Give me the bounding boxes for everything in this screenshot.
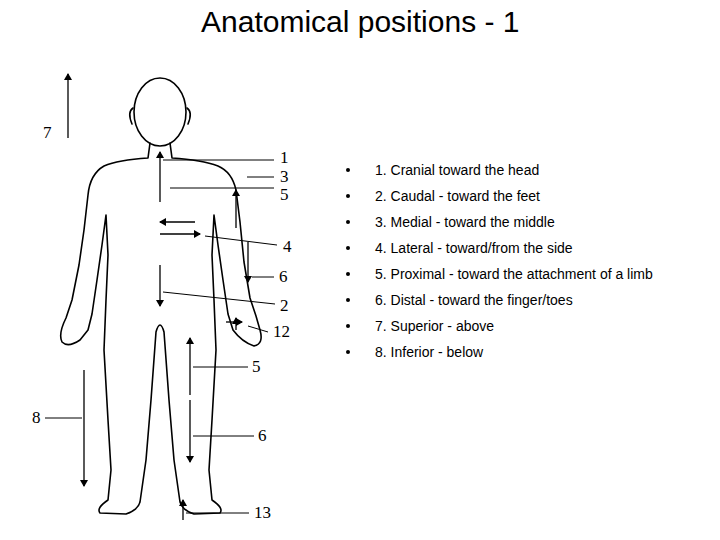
- callout-number: 13: [254, 503, 271, 523]
- bullet-dot: [346, 272, 350, 276]
- definition-item: 5. Proximal - toward the attachment of a…: [375, 266, 653, 283]
- bullet-dot: [346, 194, 350, 198]
- callout-number: 6: [279, 267, 288, 287]
- callout-number: 8: [32, 408, 41, 428]
- bullet-dot: [346, 168, 350, 172]
- definition-item: 6. Distal - toward the finger/toes: [375, 292, 573, 309]
- direction-arrows: [68, 74, 248, 520]
- callout-number: 4: [283, 237, 292, 257]
- callout-number: 6: [258, 426, 267, 446]
- callout-number: 2: [280, 296, 289, 316]
- callout-number: 1: [280, 148, 289, 168]
- leader-lines: [45, 160, 277, 513]
- bullet-dot: [346, 324, 350, 328]
- definition-item: 4. Lateral - toward/from the side: [375, 240, 573, 257]
- definition-item: 1. Cranial toward the head: [375, 162, 539, 179]
- callout-number: 7: [43, 123, 52, 143]
- bullet-dot: [346, 220, 350, 224]
- callout-number: 5: [280, 185, 289, 205]
- definition-item: 3. Medial - toward the middle: [375, 214, 555, 231]
- bullet-dot: [346, 350, 350, 354]
- definition-item: 7. Superior - above: [375, 318, 494, 335]
- callout-number: 12: [273, 322, 290, 342]
- definition-item: 2. Caudal - toward the feet: [375, 188, 540, 205]
- definition-item: 8. Inferior - below: [375, 344, 483, 361]
- slide-title: Anatomical positions - 1: [201, 4, 520, 40]
- body-outline: [61, 78, 261, 514]
- callout-number: 3: [280, 167, 289, 187]
- bullet-dot: [346, 246, 350, 250]
- callout-number: 5: [252, 357, 261, 377]
- bullet-dot: [346, 298, 350, 302]
